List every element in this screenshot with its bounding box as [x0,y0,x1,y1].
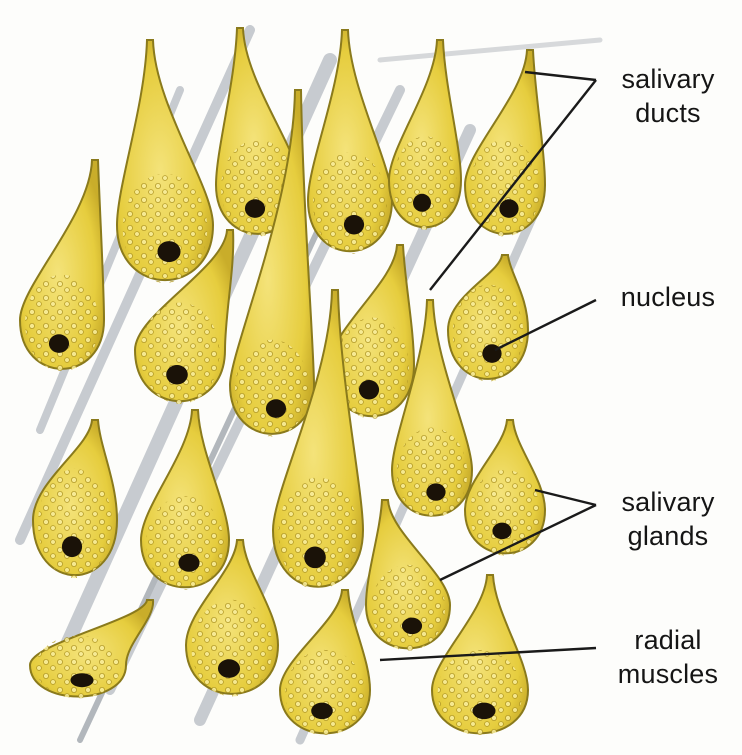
gland-cell [366,500,450,651]
nucleus-icon [402,618,422,635]
gland-cell-granules [470,140,540,237]
gland-cell [20,160,104,371]
gland-cell [389,40,461,230]
gland-cell-granules [140,303,219,404]
gland-cell-granules [38,469,112,578]
nucleus-icon [166,365,188,385]
gland-cell [33,420,117,578]
gland-cell-granules [438,650,522,736]
gland-cell-granules [393,136,456,230]
gland-cell [465,50,545,236]
gland-cell-granules [192,600,273,697]
nucleus-icon [157,241,180,262]
label-radial-muscles: radial muscles [598,623,738,691]
nucleus-icon [344,215,364,235]
gland-cell-granules [25,275,99,372]
label-salivary-glands-line2: glands [598,519,738,553]
gland-cell-granules [146,496,223,590]
label-salivary-ducts-line1: salivary [598,62,738,96]
nucleus-icon [499,199,518,218]
label-salivary-ducts: salivary ducts [598,62,738,130]
label-nucleus: nucleus [598,280,738,314]
label-radial-muscles-line2: muscles [598,657,738,691]
gland-cell [448,255,528,381]
nucleus-icon [426,483,445,500]
nucleus-icon [62,536,82,557]
nucleus-icon [311,703,333,720]
gland-cell-granules [278,477,357,589]
label-salivary-glands: salivary glands [598,485,738,553]
gland-cell-granules [36,636,120,698]
nucleus-icon [245,199,265,218]
nucleus-icon [178,554,199,572]
gland-cell-granules [397,428,467,518]
nucleus-icon [359,380,379,400]
gland-cell [117,40,213,283]
nucleus-icon [472,703,495,720]
nucleus-icon [218,659,240,678]
gland-cell-granules [313,153,387,254]
label-salivary-glands-line1: salivary [598,485,738,519]
nucleus-icon [413,194,431,212]
nucleus-icon [266,399,286,418]
nucleus-icon [70,673,93,687]
nucleus-icon [492,523,511,540]
gland-cell-granules [470,470,540,556]
label-salivary-ducts-line2: ducts [598,96,738,130]
gland-cell-granules [371,565,445,651]
gland-cell-granules [285,650,364,736]
gland-cell-granules [235,340,309,437]
label-nucleus-line1: nucleus [598,280,738,314]
nucleus-icon [49,334,69,353]
label-radial-muscles-line1: radial [598,623,738,657]
gland-cell-granules [123,174,207,283]
nucleus-icon [304,547,326,569]
gland-cell-granules [453,285,523,382]
